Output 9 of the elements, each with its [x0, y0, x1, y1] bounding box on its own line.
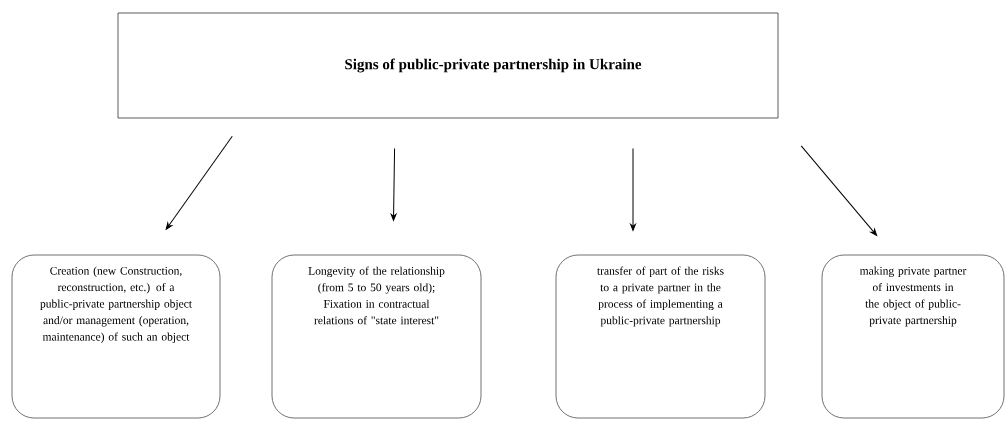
rounded-box: making private partner of investments in the object of public-private partnership [821, 254, 1005, 419]
arrow [800, 145, 878, 236]
title-box: Signs of public-private partnership in Ukraine [117, 12, 779, 119]
arrow [165, 135, 233, 230]
rounded-box: Creation (new Construction, reconstruction, etc.) of a public-private partnership object and/or management (operation, maintenance) of such an object [11, 254, 221, 419]
rounded-box: Longevity of the relationship (from 5 to 50 years old); Fixation in contractual relations of "state interest" [271, 254, 482, 419]
arrow [390, 147, 397, 221]
rounded-box: transfer of part of the risks to a private partner in the process of implementing a public-private partnership [555, 254, 766, 419]
arrow [630, 147, 636, 231]
